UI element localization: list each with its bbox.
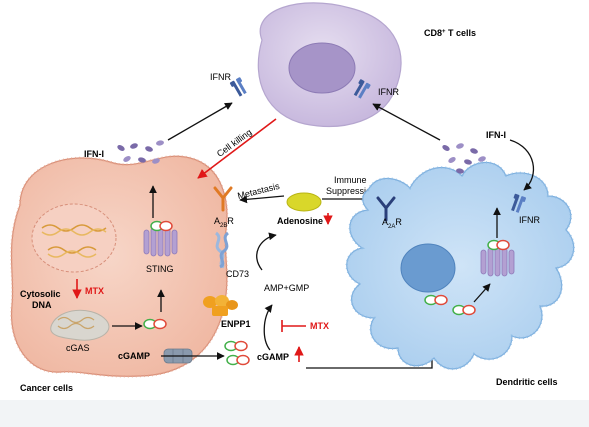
ifn-right-to-tcell-arrow	[372, 103, 441, 141]
enpp1-label: ENPP1	[221, 319, 251, 329]
cytosolic-dna-label-1: Cytosolic	[20, 289, 61, 299]
adenosine-label: Adenosine	[277, 216, 323, 226]
ifnr-receptor-icon	[353, 79, 371, 99]
t-cell	[257, 2, 402, 127]
ifnr-label-mid: IFNR	[378, 87, 399, 97]
cgamp-to-amp-arrow	[263, 304, 273, 351]
a2br-receptor-icon	[213, 186, 233, 212]
dc-sting-icon	[480, 239, 515, 277]
dendritic-nucleus	[400, 243, 456, 293]
amp-to-adenosine-arrow	[256, 232, 277, 271]
cancer-nucleus	[31, 203, 117, 273]
cgamp-molecule-icon	[143, 318, 167, 330]
ifn-i-label-right: IFN-I	[486, 130, 506, 140]
dna-icon	[41, 224, 107, 232]
enpp1-icon	[203, 295, 238, 316]
a2br-label: A2BR	[214, 216, 234, 229]
sting-label: STING	[146, 264, 174, 274]
t-cells-label: CD8+ T cells	[424, 28, 476, 38]
ifn-autocrine-arrow	[509, 139, 534, 191]
cgamp-molecule-icon	[424, 294, 448, 306]
cytosolic-dna-label-2: DNA	[32, 300, 52, 310]
cgamp-label-right: cGAMP	[257, 352, 289, 362]
sting-icon	[143, 220, 178, 257]
mtx-label-right: MTX	[310, 321, 329, 331]
dc-cgamp-to-sting-arrow	[473, 283, 491, 303]
cgamp-molecule-icon	[224, 340, 248, 352]
cgamp-molecule-icon	[226, 354, 250, 366]
mtx-label-left: MTX	[85, 286, 104, 296]
a2ar-receptor-icon	[376, 196, 396, 222]
metastasis-arrow	[239, 195, 285, 204]
immune-suppression-label-1: Immune	[334, 175, 367, 185]
dendritic-cell	[345, 161, 575, 370]
cancer-cell-body	[10, 155, 228, 377]
ifn-i-label-left: IFN-I	[84, 149, 104, 159]
cd73-icon	[214, 231, 230, 269]
ifnr-receptor-icon	[229, 77, 247, 97]
cancer-cells-label: Cancer cells	[20, 383, 73, 393]
dendritic-cells-label: Dendritic cells	[496, 377, 558, 387]
cgamp-label-left: cGAMP	[118, 351, 150, 361]
amp-gmp-label: AMP+GMP	[264, 283, 309, 293]
adenosine-molecule-icon	[286, 192, 322, 212]
cd73-label: CD73	[226, 269, 249, 279]
ifn-to-tcell-arrow	[167, 102, 233, 141]
ifn-i-molecules-icon	[117, 140, 164, 164]
ifn-i-molecules-icon	[442, 143, 486, 174]
ifnr-label-right: IFNR	[519, 215, 540, 225]
dendritic-cell-body	[346, 161, 575, 370]
cell-killing-label: Cell killing	[215, 127, 254, 159]
ifnr-label-left: IFNR	[210, 72, 231, 82]
a2ar-label: A2AR	[382, 217, 402, 230]
cgas-icon	[50, 309, 110, 341]
immune-suppression-label-2: Suppression	[326, 186, 376, 196]
cgamp-molecule-icon	[452, 304, 476, 316]
cgas-label: cGAS	[66, 343, 90, 353]
t-cell-nucleus	[288, 42, 356, 94]
cell-killing-arrow	[197, 118, 277, 179]
footer-bar	[0, 400, 589, 427]
cancer-cell	[10, 155, 229, 378]
ifnr-receptor-icon	[511, 193, 527, 213]
